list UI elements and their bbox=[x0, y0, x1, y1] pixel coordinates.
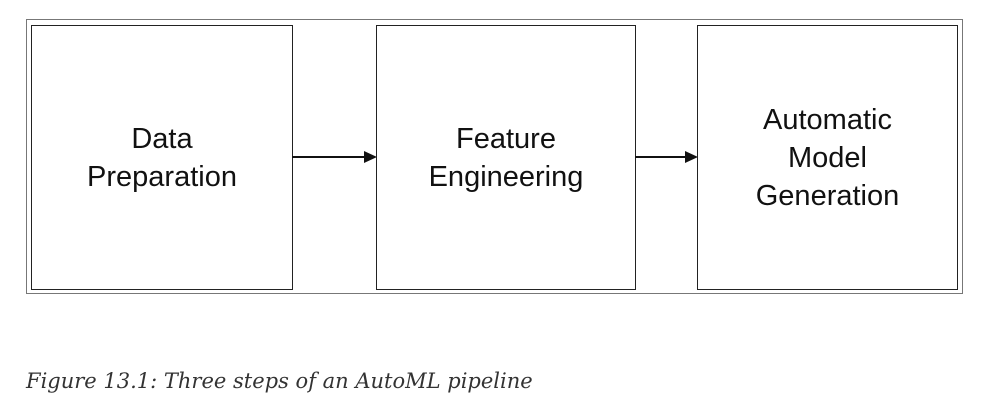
step-label-line: Data bbox=[131, 122, 193, 155]
arrow-right-icon bbox=[635, 151, 698, 163]
figure-caption: Figure 13.1: Three steps of an AutoML pi… bbox=[26, 369, 533, 393]
step-label-line: Feature bbox=[456, 122, 556, 155]
arrow-right-icon bbox=[292, 151, 377, 163]
step-label-line: Model bbox=[788, 141, 867, 174]
step-box-data-preparation: Data Preparation bbox=[31, 25, 293, 290]
step-box-feature-engineering: Feature Engineering bbox=[376, 25, 636, 290]
step-label-line: Generation bbox=[755, 179, 900, 212]
step-label-line: Engineering bbox=[428, 160, 584, 193]
step-box-automatic-model-generation: Automatic Model Generation bbox=[697, 25, 958, 290]
step-label-line: Automatic bbox=[763, 103, 892, 136]
pipeline-diagram-frame: Data Preparation Feature Engineering Aut… bbox=[26, 19, 963, 294]
step-label-line: Preparation bbox=[87, 160, 237, 193]
